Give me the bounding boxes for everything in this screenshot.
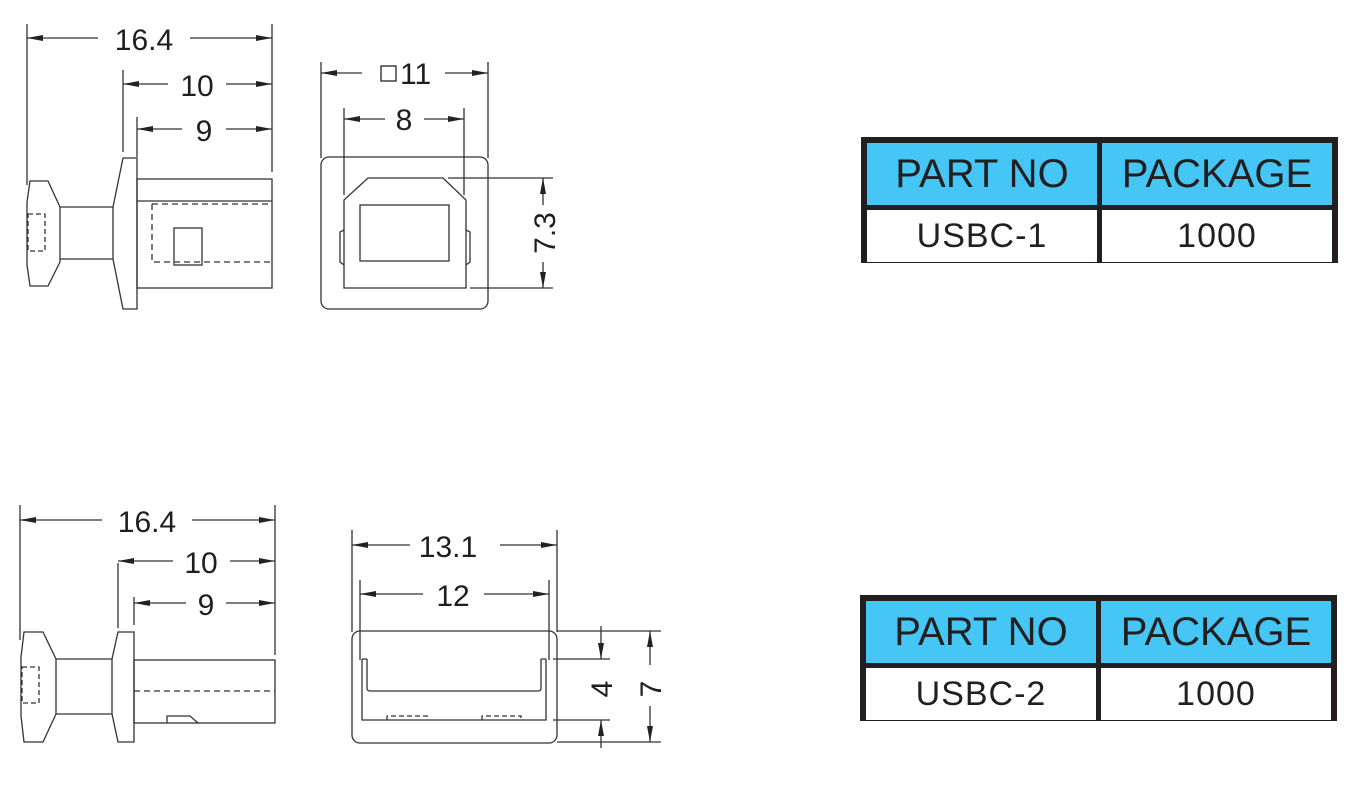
dim-square-size-1: 8 11	[380, 58, 431, 91]
dim-body-length-1: 10	[180, 70, 213, 103]
part-table-2: PART NO PACKAGE USBC-2 1000	[860, 595, 1337, 721]
cell-package: 1000	[1102, 210, 1332, 262]
dim-body-length-2: 10	[184, 547, 217, 580]
header-part-no: PART NO	[866, 601, 1096, 663]
dim-plug-length-2: 9	[198, 589, 215, 622]
dim-outer-height-2: 7	[635, 681, 668, 698]
dim-overall-length-2: 16.4	[118, 506, 176, 539]
dim-plug-length-1: 9	[196, 115, 213, 148]
drawing-1-front-view	[320, 62, 553, 310]
drawing-1-side-view	[26, 24, 273, 310]
part-table-1: PART NO PACKAGE USBC-1 1000	[861, 137, 1338, 263]
header-part-no: PART NO	[867, 143, 1097, 205]
header-package: PACKAGE	[1101, 601, 1331, 663]
cell-part-no: USBC-1	[867, 210, 1097, 262]
dim-inner-width-2: 12	[436, 580, 469, 613]
dim-plug-width-1: 8	[396, 104, 413, 137]
drawing-2-front-view	[351, 530, 661, 748]
dim-overall-length-1: 16.4	[115, 24, 173, 57]
svg-text:11: 11	[400, 58, 431, 91]
dim-plug-height-1: 7.3	[529, 212, 562, 254]
drawing-2-side-view	[19, 505, 276, 743]
header-package: PACKAGE	[1102, 143, 1332, 205]
dim-outer-width-2: 13.1	[419, 531, 477, 564]
cell-package: 1000	[1101, 668, 1331, 720]
cell-part-no: USBC-2	[866, 668, 1096, 720]
dim-inner-height-2: 4	[586, 681, 619, 698]
